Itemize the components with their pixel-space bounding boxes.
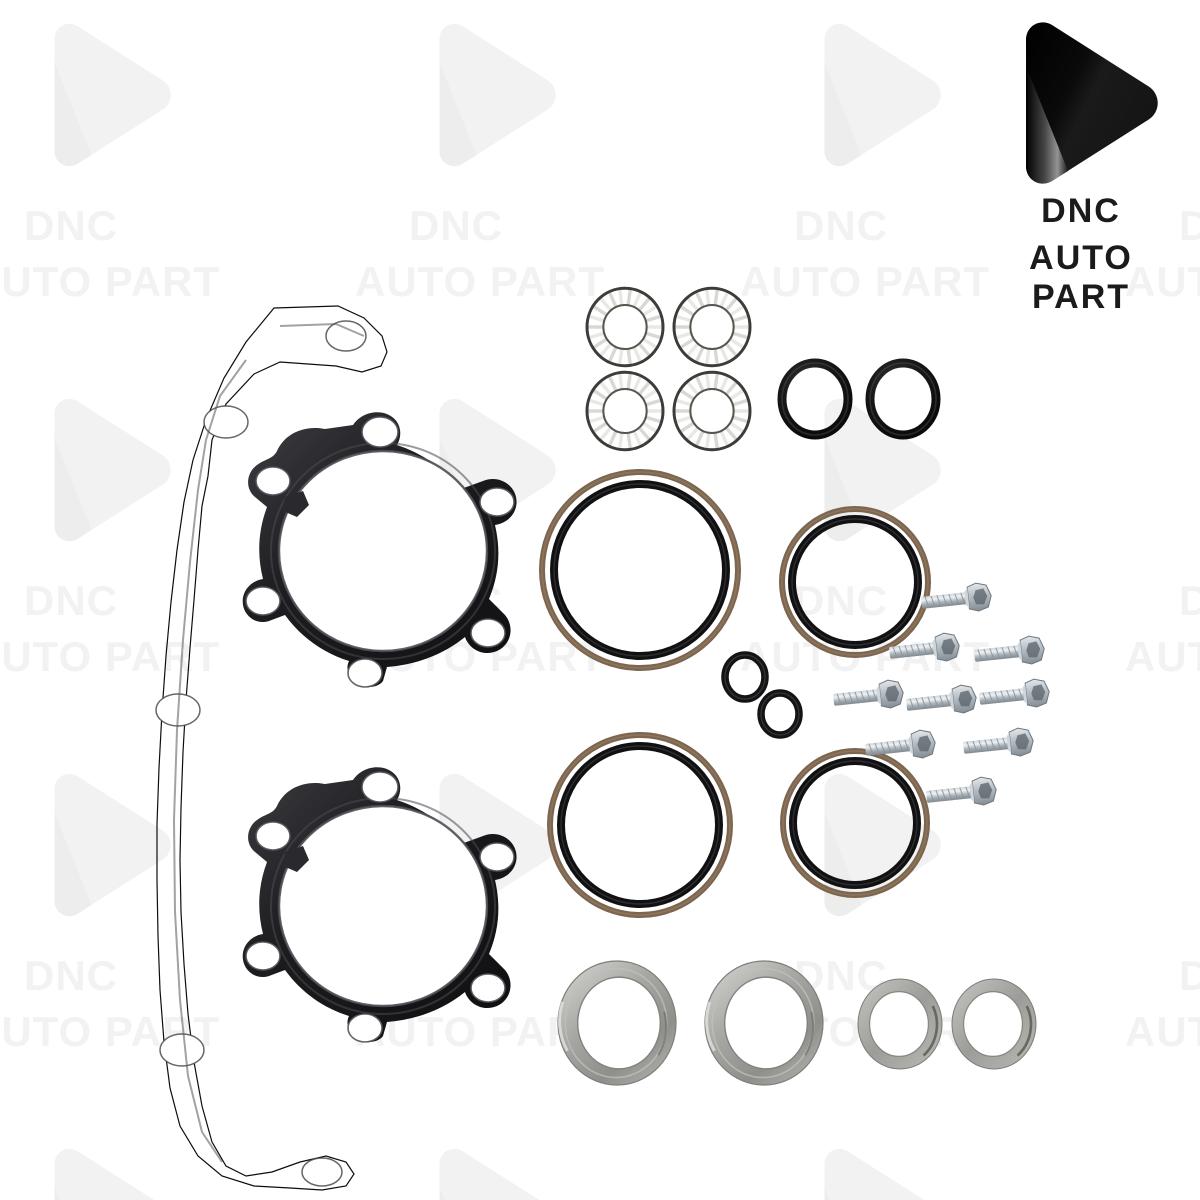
hex-flange-bolt xyxy=(906,684,977,714)
hex-flange-bolt xyxy=(974,635,1045,665)
watermark-line-2: AUTO PART xyxy=(1125,633,1200,680)
dnc-play-triangle-logo-icon xyxy=(996,18,1166,188)
brand-line-2: AUTO PART xyxy=(1029,239,1133,316)
watermark-line-1: DNC xyxy=(24,202,118,249)
dnc-play-triangle-watermark-icon xyxy=(413,1145,563,1200)
watermark-line-1: DNC xyxy=(1179,577,1200,624)
watermark-line-1: DNC xyxy=(1179,952,1200,999)
steel-spacer-ring xyxy=(557,960,677,1086)
dnc-play-triangle-watermark-icon xyxy=(28,20,178,170)
dnc-play-triangle-watermark-icon xyxy=(1183,1145,1200,1200)
watermark-line-1: DNC xyxy=(24,952,118,999)
part-crank-seal-small-lower xyxy=(775,743,935,903)
watermark-line-1: DNC xyxy=(794,202,888,249)
hex-flange-bolt xyxy=(921,582,992,612)
steel-spacer-ring xyxy=(704,960,824,1086)
watermark-tile: DNC AUTO PART xyxy=(1125,385,1200,725)
part-flange-gasket-lower xyxy=(225,760,525,1045)
watermark-tile: DNC AUTO PART xyxy=(0,10,340,350)
brand-line-1: DNC xyxy=(1041,192,1121,230)
hex-flange-bolt xyxy=(833,679,904,709)
watermark-line-2: AUTO PART xyxy=(355,258,606,305)
watermark-line-2: AUTO PART xyxy=(0,258,221,305)
dnc-play-triangle-watermark-icon xyxy=(413,20,563,170)
part-flange-gasket-upper xyxy=(225,405,525,690)
part-crank-seal-large-lower xyxy=(544,729,736,921)
part-oring-large-pair xyxy=(772,355,948,445)
hex-flange-bolt xyxy=(926,776,997,806)
hex-flange-bolt xyxy=(979,678,1050,708)
dnc-play-triangle-watermark-icon xyxy=(798,1145,948,1200)
watermark-line-1: DNC xyxy=(24,577,118,624)
steel-shim-washer xyxy=(951,978,1037,1070)
part-crank-seal-large-upper xyxy=(536,466,744,674)
watermark-line-2: AUTO PART xyxy=(740,258,991,305)
part-crank-seal-small-upper xyxy=(774,501,936,663)
dnc-play-triangle-watermark-icon xyxy=(798,20,948,170)
part-timing-cover-gasket-strip xyxy=(150,300,410,1191)
hex-flange-bolt xyxy=(889,632,960,662)
steel-shim-washer xyxy=(857,978,943,1070)
brand-logo: DNC AUTO PART xyxy=(976,18,1186,317)
hex-flange-bolt xyxy=(865,729,936,759)
watermark-line-1: DNC xyxy=(409,202,503,249)
part-steel-washers xyxy=(545,950,1055,1100)
part-oring-small-pair xyxy=(718,648,810,740)
dnc-play-triangle-watermark-icon xyxy=(1183,770,1200,920)
dnc-play-triangle-watermark-icon xyxy=(1183,395,1200,545)
watermark-line-2: AUTO PART xyxy=(1125,1008,1200,1055)
hex-flange-bolt xyxy=(963,727,1034,757)
part-hex-flange-bolts xyxy=(810,570,1080,820)
part-needle-thrust-bearings xyxy=(580,280,760,460)
watermark-tile: DNC AUTO PART xyxy=(1125,760,1200,1100)
